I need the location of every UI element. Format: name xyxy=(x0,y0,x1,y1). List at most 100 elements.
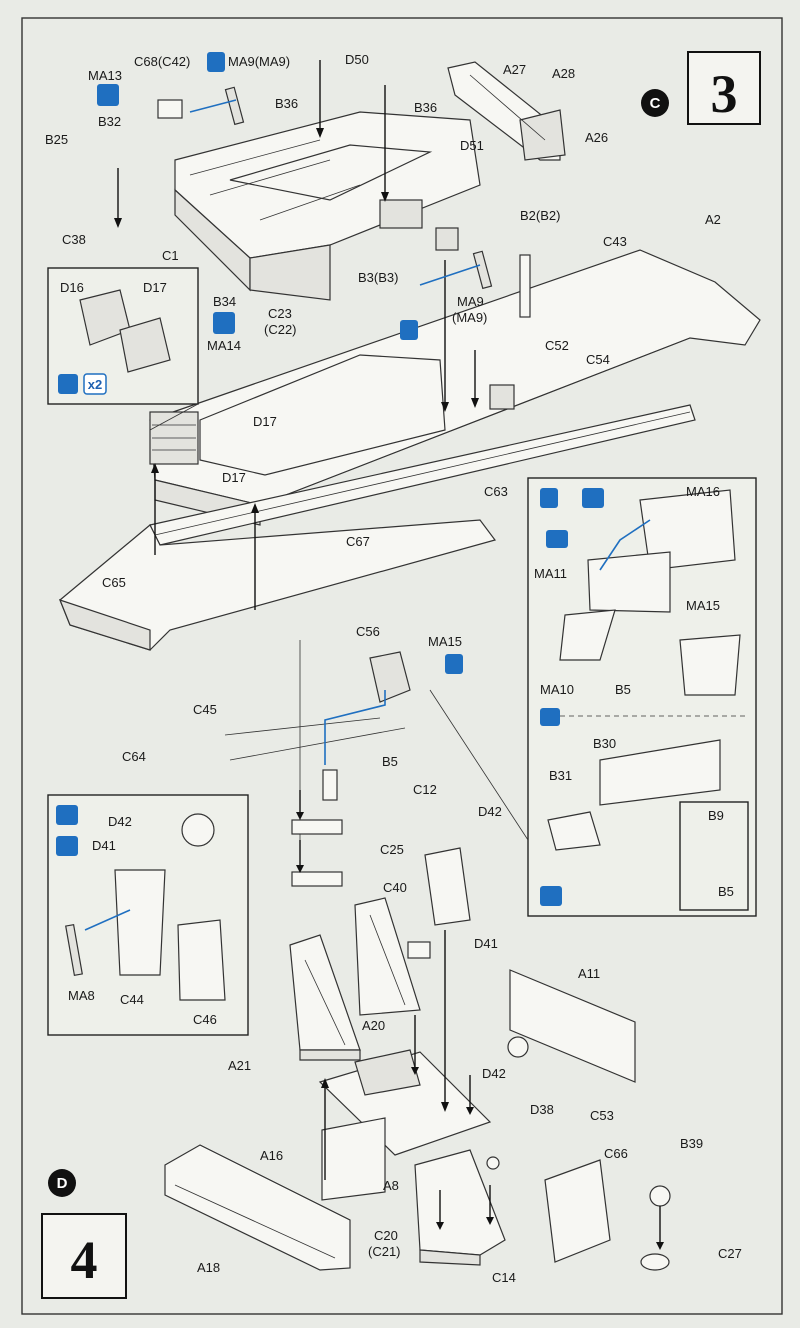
label-c64: C64 xyxy=(122,749,146,764)
label-c54: C54 xyxy=(586,352,610,367)
part-d38 xyxy=(486,1156,500,1170)
label-c1: C1 xyxy=(162,248,179,263)
label-b36-a: B36 xyxy=(275,96,298,111)
paint-drop-icon xyxy=(207,52,225,72)
assembly-arrows xyxy=(114,60,664,1250)
step-4-marker: 4 D xyxy=(41,1169,127,1299)
label-b5-callout: B5 xyxy=(615,682,631,697)
label-c12: C12 xyxy=(413,782,437,797)
label-b39: B39 xyxy=(680,1136,703,1151)
tower-a20-a21 xyxy=(289,897,421,1061)
label-a16: A16 xyxy=(260,1148,283,1163)
label-b5-center: B5 xyxy=(382,754,398,769)
step-3-marker: 3 C xyxy=(641,51,761,125)
label-c23: C23 xyxy=(268,306,292,321)
part-c68 xyxy=(157,99,183,119)
label-c21: (C21) xyxy=(368,1244,401,1259)
label-d42-callout: D42 xyxy=(108,814,132,829)
label-d17-deck: D17 xyxy=(253,414,277,429)
label-a26: A26 xyxy=(585,130,608,145)
label-d50: D50 xyxy=(345,52,369,67)
lower-hull-c65-c67 xyxy=(58,404,696,651)
part-c43 xyxy=(519,254,531,318)
step-4-sub: D xyxy=(57,1175,68,1192)
label-b2: B2(B2) xyxy=(520,208,560,223)
label-a11: A11 xyxy=(578,966,600,981)
panel-a16 xyxy=(321,1117,386,1201)
ma14-icon xyxy=(213,312,235,334)
label-d42-lower: D42 xyxy=(482,1066,506,1081)
step-3-sub: C xyxy=(650,95,661,112)
page-frame xyxy=(21,17,783,1315)
label-b25: B25 xyxy=(45,132,68,147)
label-ma15-callout: MA15 xyxy=(686,598,720,613)
label-c65: C65 xyxy=(102,575,126,590)
label-c63: C63 xyxy=(484,484,508,499)
label-a20: A20 xyxy=(362,1018,385,1033)
label-c45: C45 xyxy=(193,702,217,717)
step-4-number: 4 xyxy=(71,1230,98,1290)
label-c66: C66 xyxy=(604,1146,628,1161)
label-c52: C52 xyxy=(545,338,569,353)
part-ma9-mid xyxy=(472,250,493,290)
part-c27 xyxy=(640,1253,670,1271)
label-c43: C43 xyxy=(603,234,627,249)
label-b36-b: B36 xyxy=(414,100,437,115)
paint-drop-icon-2 xyxy=(400,320,418,340)
label-c40: C40 xyxy=(383,880,407,895)
label-a21: A21 xyxy=(228,1058,251,1073)
photo-etch-leaders xyxy=(84,99,651,931)
part-d42-center xyxy=(424,847,471,926)
callout-radar xyxy=(429,477,757,917)
part-c40 xyxy=(407,941,431,959)
label-c14: C14 xyxy=(492,1270,516,1285)
label-d38: D38 xyxy=(530,1102,554,1117)
label-ma10: MA10 xyxy=(540,682,574,697)
label-ma9-mid-paren: (MA9) xyxy=(452,310,487,325)
label-d41-center: D41 xyxy=(474,936,498,951)
label-c27: C27 xyxy=(718,1246,742,1261)
label-c56: C56 xyxy=(356,624,380,639)
frame-a26-a28 xyxy=(447,61,566,161)
label-b3: B3(B3) xyxy=(358,270,398,285)
label-ma9-top: MA9(MA9) xyxy=(228,54,290,69)
label-a27: A27 xyxy=(503,62,526,77)
badge-x2: x2 xyxy=(88,377,102,392)
label-ma14: MA14 xyxy=(207,338,241,353)
label-ma16: MA16 xyxy=(686,484,720,499)
label-d17-lower: D17 xyxy=(222,470,246,485)
label-d16: D16 xyxy=(60,280,84,295)
label-d41-callout: D41 xyxy=(92,838,116,853)
mast-assembly xyxy=(224,640,411,887)
label-c38: C38 xyxy=(62,232,86,247)
callout-d16-d17: x2 xyxy=(47,267,199,431)
part-d42-small xyxy=(507,1036,529,1058)
label-b34: B34 xyxy=(213,294,236,309)
label-c25: C25 xyxy=(380,842,404,857)
label-ma11: MA11 xyxy=(534,566,567,581)
label-c22: (C22) xyxy=(264,322,297,337)
label-b30: B30 xyxy=(593,736,616,751)
label-b31: B31 xyxy=(549,768,572,783)
label-a28: A28 xyxy=(552,66,575,81)
label-b32: B32 xyxy=(98,114,121,129)
part-b39 xyxy=(649,1185,671,1207)
label-c46: C46 xyxy=(193,1012,217,1027)
label-c53: C53 xyxy=(590,1108,614,1123)
panel-c66 xyxy=(544,1159,611,1263)
callout-d41-d42 xyxy=(47,794,249,1036)
ma13-icon xyxy=(97,84,119,106)
part-labels: MA13 C68(C42) MA9(MA9) D50 A27 A28 B36 B… xyxy=(45,52,742,1285)
label-a2: A2 xyxy=(705,212,721,227)
step-3-number: 3 xyxy=(711,64,738,124)
label-d17-callout: D17 xyxy=(143,280,167,295)
label-c67: C67 xyxy=(346,534,370,549)
label-c20: C20 xyxy=(374,1228,398,1243)
panel-a11 xyxy=(509,969,636,1083)
launcher-rack-d17 xyxy=(149,411,199,465)
label-ma9-mid: MA9 xyxy=(457,294,484,309)
label-ma15-center: MA15 xyxy=(428,634,462,649)
label-b5-inner: B5 xyxy=(718,884,734,899)
hull-deck-a2 xyxy=(149,249,761,526)
label-d42-center: D42 xyxy=(478,804,502,819)
